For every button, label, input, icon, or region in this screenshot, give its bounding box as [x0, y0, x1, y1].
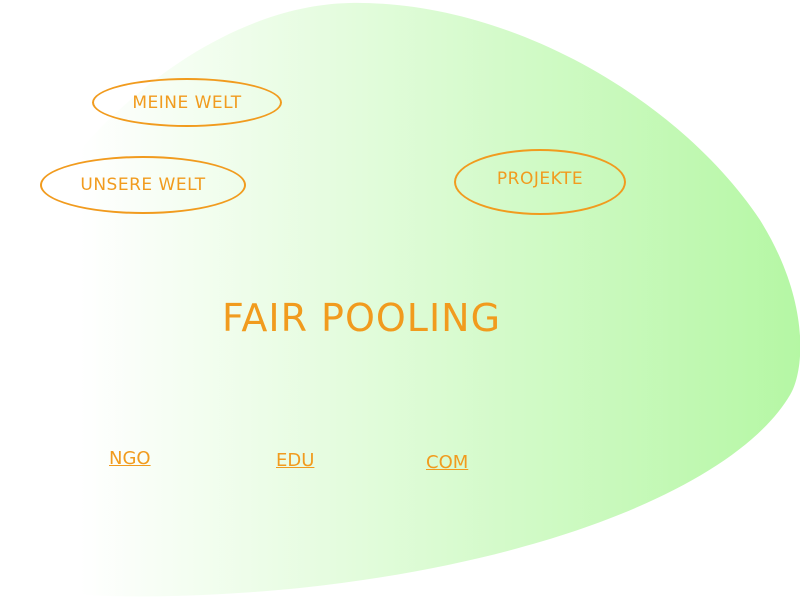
nav-unsere-welt-label: UNSERE WELT [80, 175, 206, 195]
nav-meine-welt-button[interactable]: MEINE WELT [92, 78, 282, 127]
page-title: FAIR POOLING [222, 296, 502, 340]
blob-shape [80, 2, 800, 597]
link-edu[interactable]: EDU [276, 450, 315, 471]
nav-unsere-welt-button[interactable]: UNSERE WELT [40, 156, 246, 214]
nav-meine-welt-label: MEINE WELT [132, 92, 242, 113]
nav-projekte-label: PROJEKTE [496, 169, 584, 189]
link-ngo[interactable]: NGO [109, 448, 151, 469]
nav-projekte-button[interactable]: PROJEKTE [454, 149, 626, 215]
link-com[interactable]: COM [426, 452, 469, 473]
